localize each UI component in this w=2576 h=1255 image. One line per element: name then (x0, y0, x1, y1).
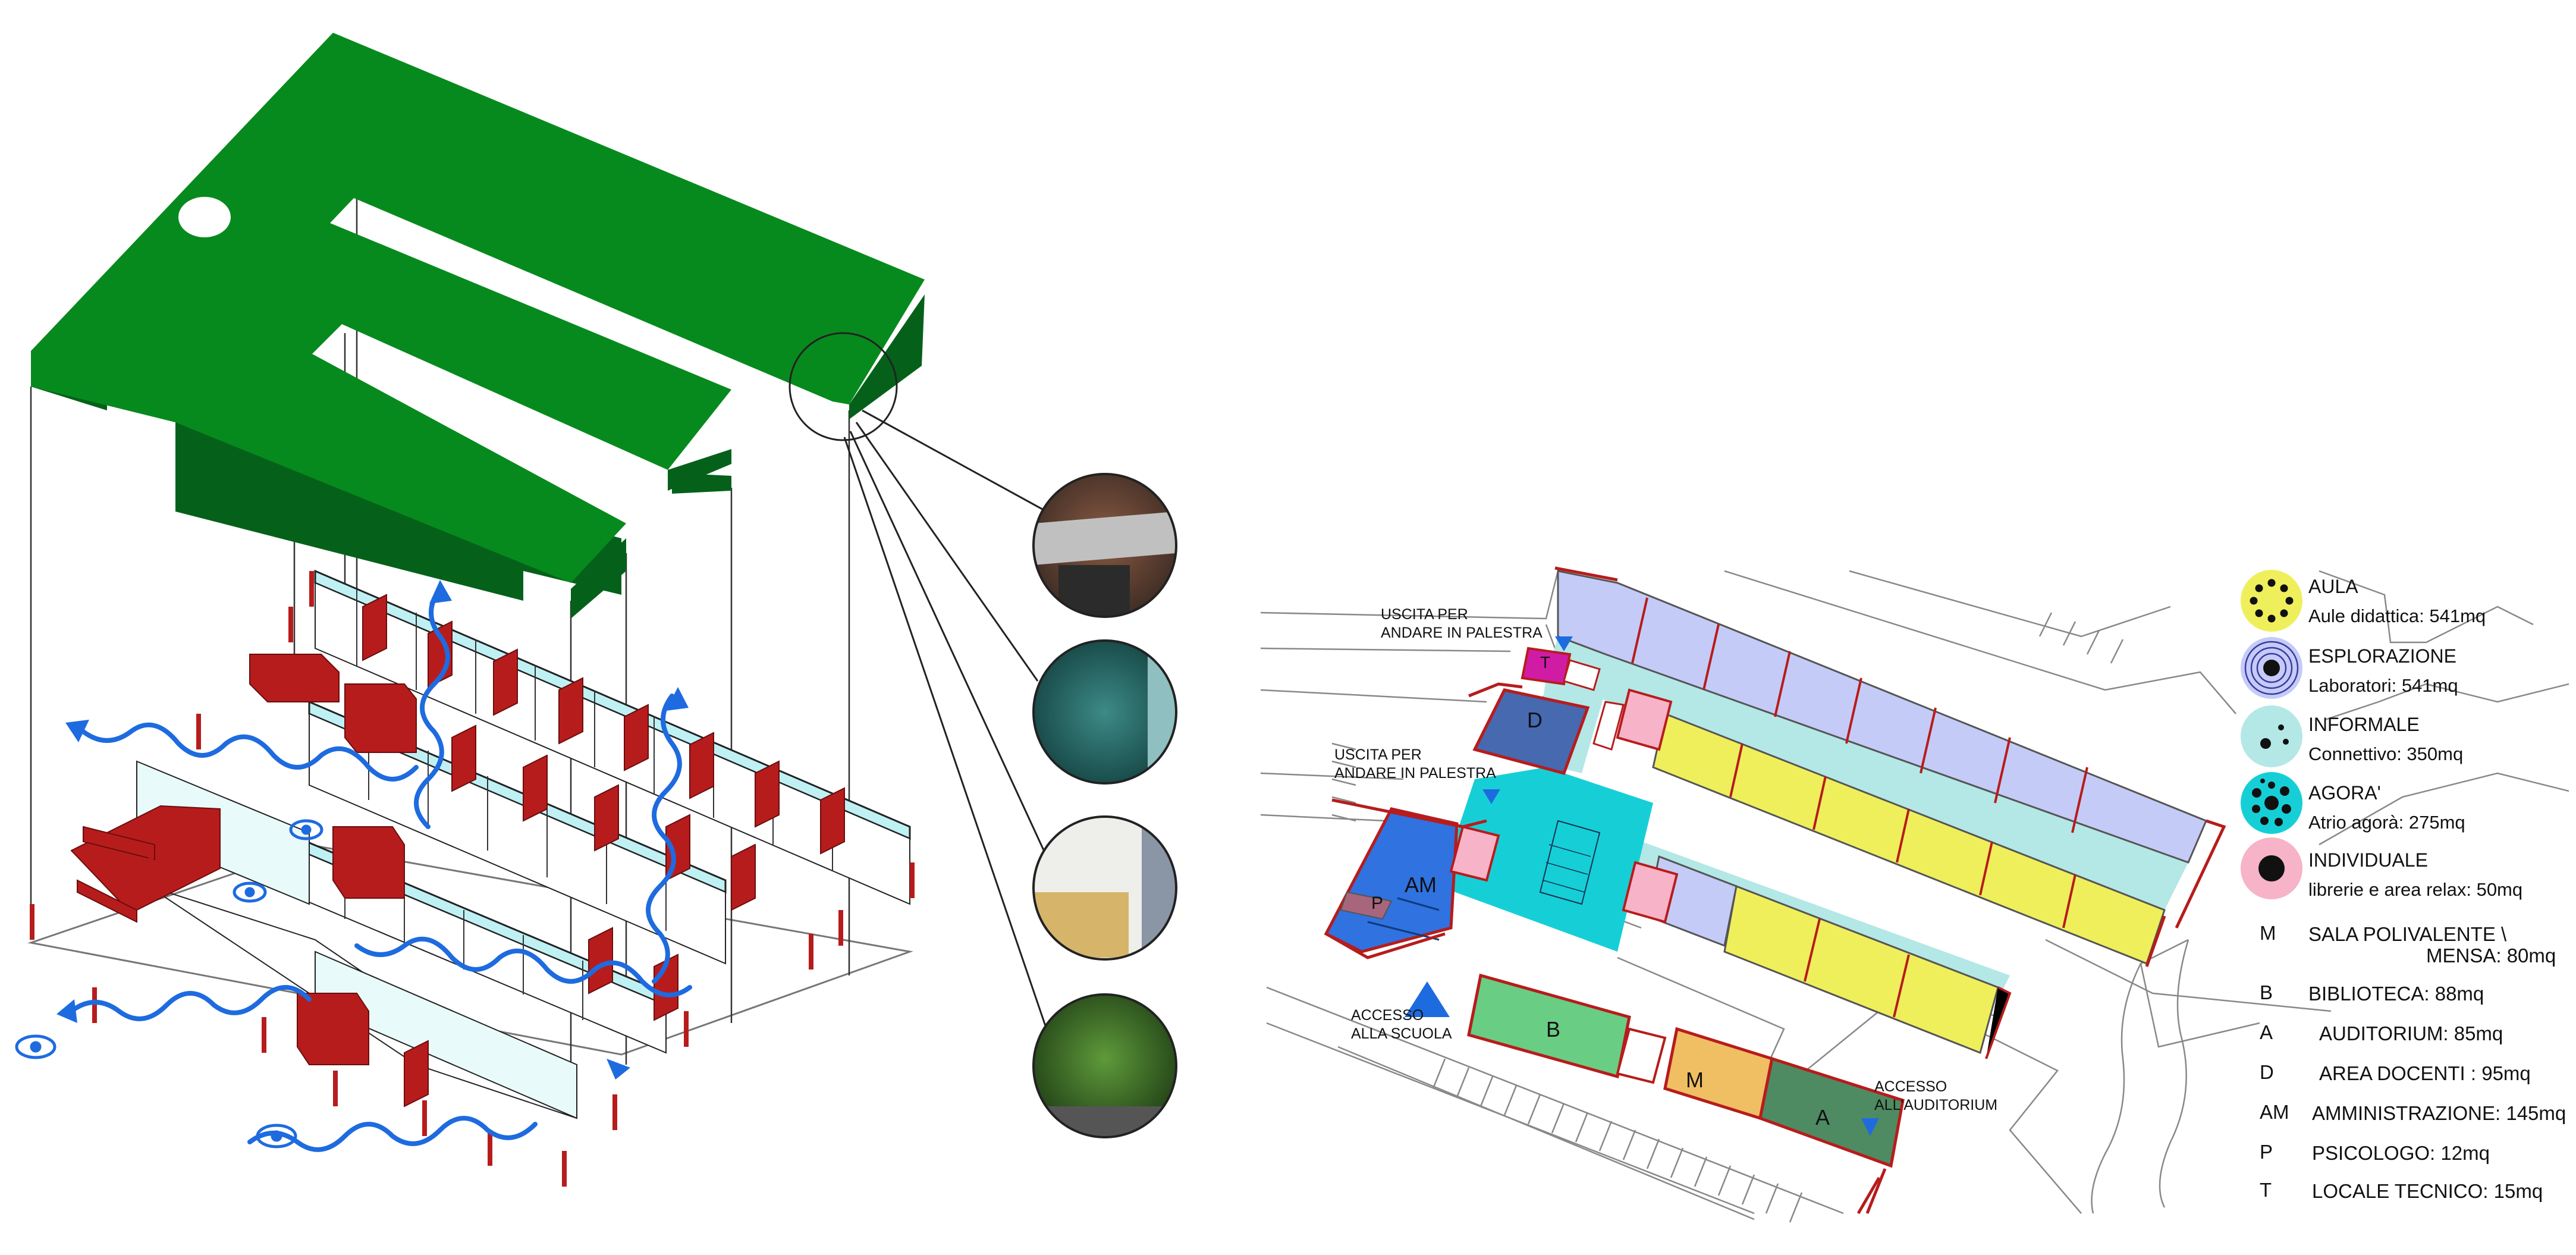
zone-aula-south (1723, 884, 1999, 1055)
legend-agora-desc: Atrio agorà: 275mq (2308, 812, 2465, 833)
zone-label-p: P (1371, 893, 1384, 913)
legend-room-letter-t: T (2260, 1179, 2272, 1201)
legend-room-letter-d: D (2260, 1061, 2274, 1083)
legend-room-text-t: LOCALE TECNICO: 15mq (2312, 1180, 2543, 1202)
legend-room-text-p: PSICOLOGO: 12mq (2312, 1142, 2490, 1164)
legend-esplorazione-desc: Laboratori: 541mq (2308, 675, 2458, 696)
zone-a (1758, 1056, 1905, 1168)
individuale-icon (2241, 837, 2302, 899)
zone-d (1472, 688, 1590, 776)
triangle-marker-icon (1405, 636, 1879, 1136)
legend-room-letter-a: A (2260, 1021, 2273, 1043)
legend-informale-desc: Connettivo: 350mq (2308, 743, 2464, 764)
legend-individuale-title: INDIVIDUALE (2308, 849, 2428, 871)
zone-agora (1439, 767, 1653, 952)
axonometric-view (15, 33, 1177, 1187)
legend-room-text-a: AUDITORIUM: 85mq (2319, 1022, 2503, 1044)
legend-aula-desc: Aule didattica: 541mq (2308, 605, 2486, 626)
agora-stair (1539, 820, 1601, 905)
zone-label-m: M (1686, 1068, 1704, 1092)
eye-icon (15, 819, 323, 1149)
legend-individuale-desc: librerie e area relax: 50mq (2308, 879, 2523, 900)
zone-corridor-north (1546, 636, 2188, 910)
green-roof (31, 33, 925, 619)
zone-label-t: T (1540, 653, 1551, 672)
legend-room-letter-b: B (2260, 981, 2273, 1003)
legend-room-letter-p: P (2260, 1141, 2273, 1163)
red-walls (70, 594, 845, 1107)
zone-label-b: B (1546, 1017, 1561, 1041)
zone-am (1324, 807, 1459, 953)
floor-plan (1260, 566, 2569, 1223)
zone-t (1521, 647, 1572, 686)
legend-room-text-am: AMMINISTRAZIONE: 145mq (2312, 1102, 2566, 1124)
roof-top (31, 33, 925, 583)
zone-label-am: AM (1405, 873, 1437, 897)
wavy-arrow-icon (69, 586, 692, 1152)
zone-m (1663, 1027, 1774, 1121)
legend-room-letter-am: AM (2260, 1101, 2289, 1123)
zone-p (1340, 891, 1393, 920)
legend-room-text-b: BIBLIOTECA: 88mq (2308, 983, 2484, 1005)
informale-icon (2241, 705, 2302, 767)
legend-informale-title: INFORMALE (2308, 714, 2420, 735)
parking-stripes (1331, 612, 2124, 1223)
zone-label-d: D (1527, 708, 1543, 732)
zone-b (1467, 973, 1631, 1079)
legend-room-letter-m: M (2260, 922, 2276, 944)
agora-icon (2241, 772, 2302, 834)
legend-room-text-m: SALA POLIVALENTE \ (2308, 923, 2507, 945)
legend-room-text-m-2: MENSA: 80mq (2426, 945, 2556, 967)
detail-callout (788, 332, 1051, 1038)
aula-icon (2241, 570, 2302, 632)
material-photo-brick (1033, 474, 1176, 617)
legend-icons (2241, 570, 2302, 899)
zone-label-a: A (1815, 1105, 1830, 1130)
esplorazione-icon (2241, 637, 2302, 699)
red-posts (30, 571, 915, 1187)
service-cores (1449, 659, 1679, 1084)
arrow-heads (56, 580, 689, 1080)
legend-room-text-d: AREA DOCENTI : 95mq (2319, 1062, 2531, 1084)
legend-esplorazione-title: ESPLORAZIONE (2308, 645, 2456, 667)
legend-agora-title: AGORA' (2308, 782, 2381, 804)
legend-aula-title: AULA (2308, 576, 2358, 597)
